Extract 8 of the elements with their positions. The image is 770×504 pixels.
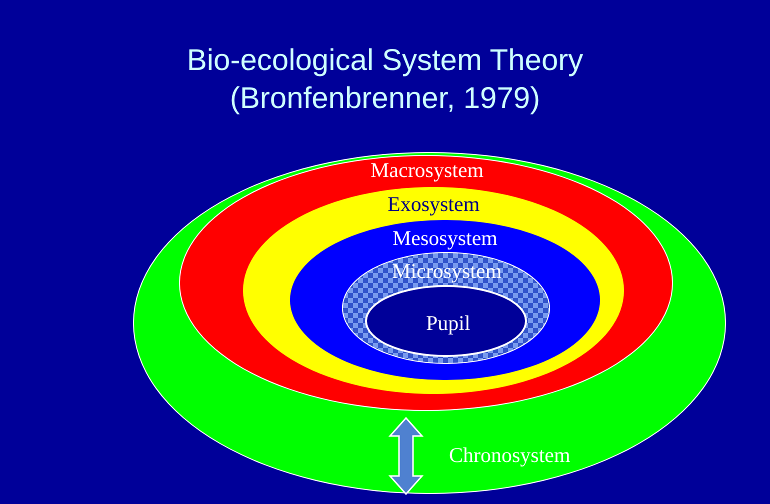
center-ellipse [365, 285, 527, 357]
ring-label: Chronosystem [449, 443, 570, 467]
ring-label: Exosystem [388, 192, 480, 216]
ring-label: Pupil [426, 311, 470, 335]
ring-label: Mesosystem [392, 226, 498, 250]
diagram-title: Bio-ecological System Theory (Bronfenbrenner, 1979) [186, 43, 584, 117]
ring-label: Microsystem [392, 259, 502, 283]
ring-label: Macrosystem [370, 158, 484, 182]
